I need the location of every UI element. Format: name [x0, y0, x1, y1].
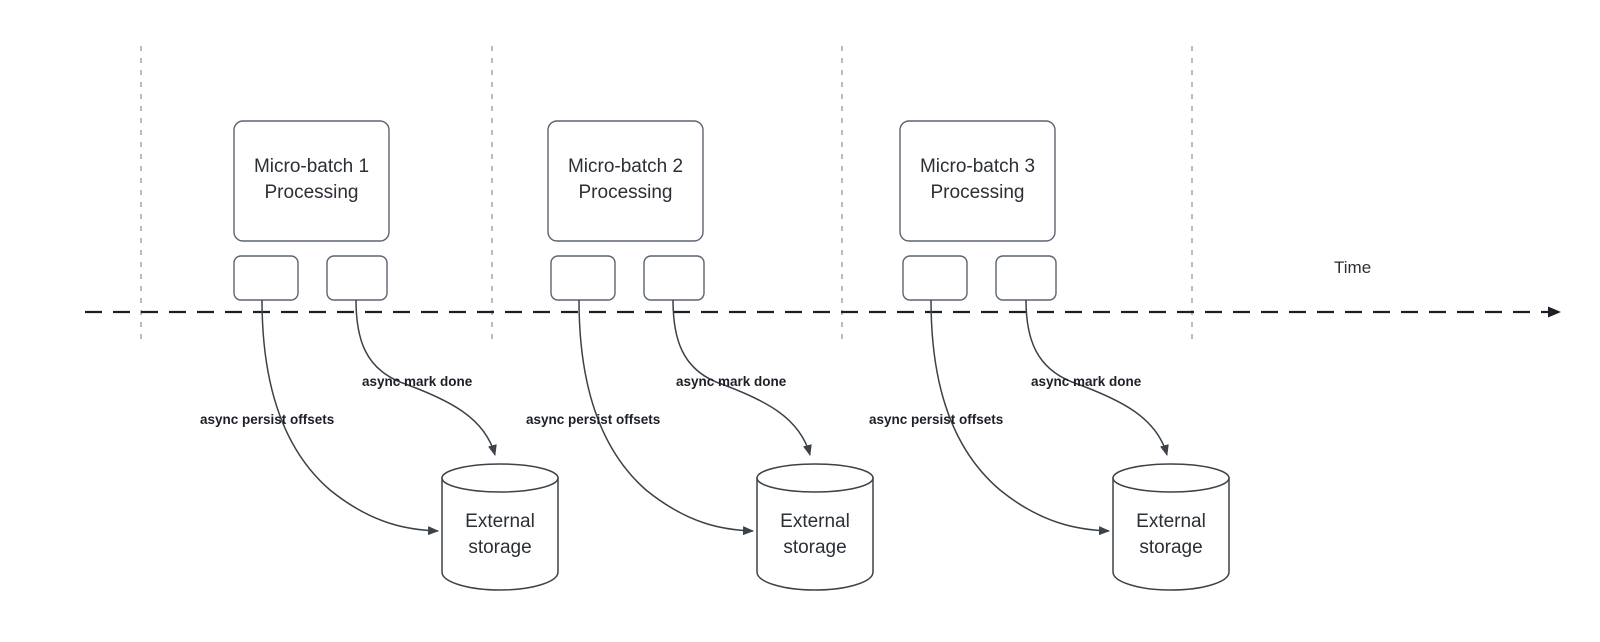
batch-2-persist-offsets-edge	[578, 299, 754, 536]
batch-3-persist-offsets-edge-label: async persist offsets	[869, 412, 1003, 427]
external-storage-2[interactable]	[756, 463, 874, 591]
external-storage-1-label-line1: External	[465, 511, 535, 532]
micro-batch-2-processing-box[interactable]	[547, 120, 704, 242]
batch-3-persist-offsets-edge	[930, 299, 1110, 536]
micro-batch-3-processing-box[interactable]	[899, 120, 1056, 242]
external-storage-2-label-line2: storage	[783, 537, 846, 558]
micro-batch-1-label-line1: Micro-batch 1	[254, 156, 369, 177]
micro-batch-2-label-line2: Processing	[579, 182, 673, 203]
batch-1-persist-offsets-task-box[interactable]	[233, 255, 299, 301]
time-axis-label: Time	[1334, 258, 1371, 277]
batch-group-2: Micro-batch 2 Processing async persist o…	[526, 120, 874, 591]
external-storage-3-label-line1: External	[1136, 511, 1206, 532]
external-storage-2-label-line1: External	[780, 511, 850, 532]
batch-3-mark-done-task-box[interactable]	[995, 255, 1057, 301]
batch-3-mark-done-edge	[1025, 299, 1169, 456]
batch-2-persist-offsets-edge-label: async persist offsets	[526, 412, 660, 427]
external-storage-3-label-line2: storage	[1139, 537, 1202, 558]
micro-batch-1-label-line2: Processing	[265, 182, 359, 203]
external-storage-1[interactable]	[441, 463, 559, 591]
batch-2-persist-offsets-task-box[interactable]	[550, 255, 616, 301]
micro-batch-1-processing-box[interactable]	[233, 120, 390, 242]
batch-group-1: Micro-batch 1 Processing async persist o…	[200, 120, 559, 591]
batch-2-mark-done-task-box[interactable]	[643, 255, 705, 301]
batch-boundary-ticks	[140, 46, 1193, 340]
batch-1-persist-offsets-edge-label: async persist offsets	[200, 412, 334, 427]
batch-group-3: Micro-batch 3 Processing async persist o…	[869, 120, 1230, 591]
micro-batch-2-label-line1: Micro-batch 2	[568, 156, 683, 177]
batch-1-mark-done-edge-label: async mark done	[362, 374, 473, 389]
batch-1-persist-offsets-edge	[261, 299, 439, 536]
batch-1-mark-done-edge	[355, 299, 497, 456]
external-storage-3[interactable]	[1112, 463, 1230, 591]
micro-batch-3-label-line2: Processing	[931, 182, 1025, 203]
micro-batch-3-label-line1: Micro-batch 3	[920, 156, 1035, 177]
external-storage-1-label-line2: storage	[468, 537, 531, 558]
batch-2-mark-done-edge-label: async mark done	[676, 374, 787, 389]
batch-2-mark-done-edge	[672, 299, 812, 456]
batch-3-mark-done-edge-label: async mark done	[1031, 374, 1142, 389]
batch-1-mark-done-task-box[interactable]	[326, 255, 388, 301]
batch-3-persist-offsets-task-box[interactable]	[902, 255, 968, 301]
